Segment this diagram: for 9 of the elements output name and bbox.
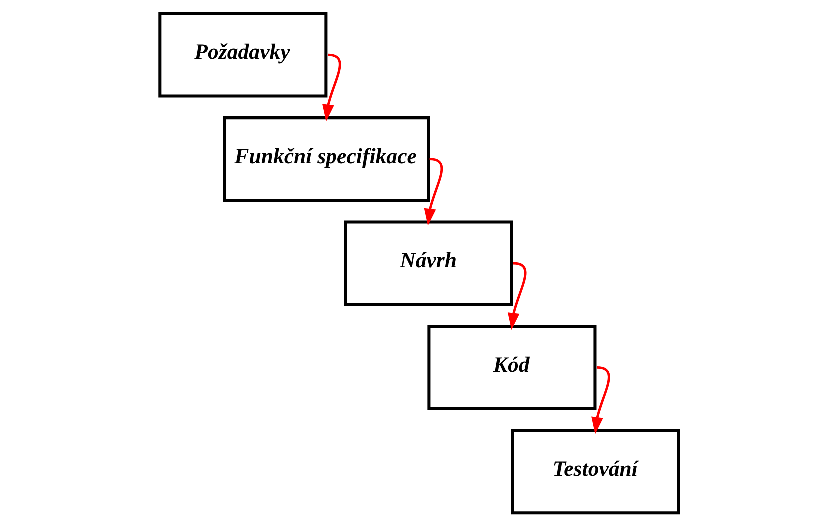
node-box: Požadavky xyxy=(158,12,328,98)
arrow xyxy=(508,262,527,330)
node-box: Funkční specifikace xyxy=(223,116,430,202)
arrow xyxy=(322,53,342,122)
node-box: Kód xyxy=(428,324,597,410)
node-box: Testování xyxy=(511,428,680,514)
arrow xyxy=(424,158,444,226)
node-box: Návrh xyxy=(344,220,514,306)
arrow xyxy=(592,366,610,434)
